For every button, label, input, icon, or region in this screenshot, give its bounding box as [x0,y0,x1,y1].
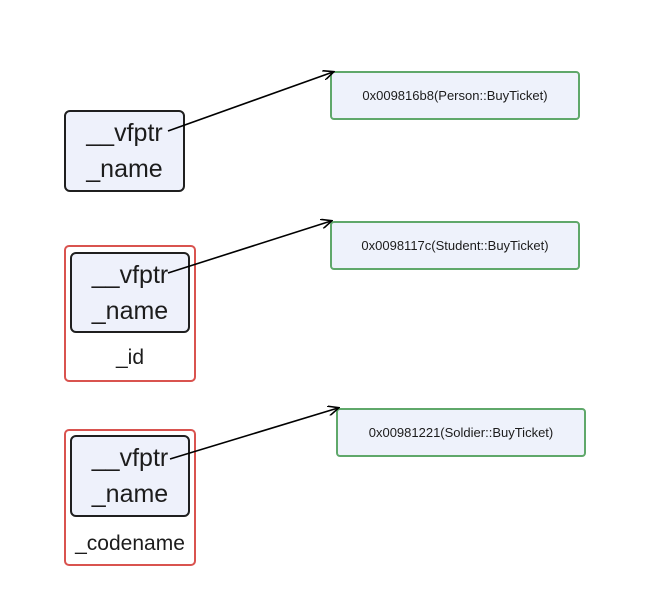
soldier-base-subobject-box: __vfptr _name [70,435,190,517]
name-field-label: _name [91,296,169,325]
vfptr-field-label: __vfptr [91,260,169,289]
student-vfptr-arrow [167,221,331,274]
soldier-vtable-entry-text: 0x00981221(Soldier::BuyTicket) [368,425,554,440]
person-object-box: __vfptr _name [64,110,185,192]
name-field-label: _name [86,155,163,183]
id-field-label: _id [115,346,145,369]
codename-field-label: _codename [75,532,185,555]
person-vtable-entry-text: 0x009816b8(Person::BuyTicket) [362,88,548,103]
student-vtable-entry-text: 0x0098117c(Student::BuyTicket) [361,238,549,253]
vfptr-field-label: __vfptr [86,119,163,147]
vfptr-field-label: __vfptr [91,444,169,472]
soldier-vtable-entry: 0x00981221(Soldier::BuyTicket) [336,408,586,457]
person-vfptr-arrow [167,72,333,132]
soldier-vfptr-arrow [169,408,338,460]
name-field-label: _name [91,480,169,508]
person-vtable-entry: 0x009816b8(Person::BuyTicket) [330,71,580,120]
student-vtable-entry: 0x0098117c(Student::BuyTicket) [330,221,580,270]
student-base-subobject-box: __vfptr _name [70,252,190,333]
